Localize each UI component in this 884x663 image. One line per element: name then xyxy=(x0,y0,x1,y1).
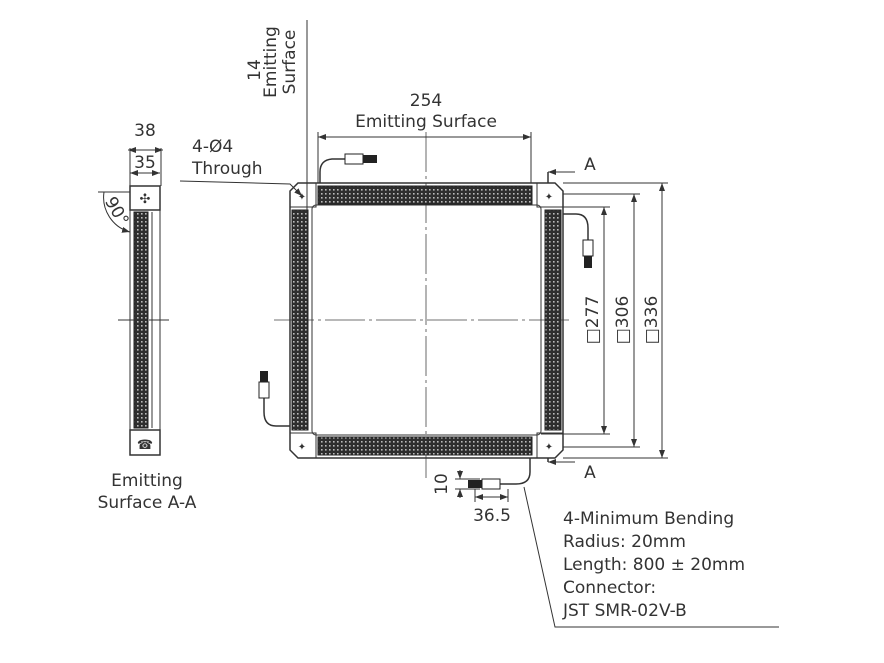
hole-leader xyxy=(179,180,303,197)
cable-left xyxy=(263,398,290,427)
dim-306-text: □306 xyxy=(613,296,633,345)
cable-callout: 4-Minimum Bending Radius: 20mm Length: 8… xyxy=(523,486,779,628)
section-mark-top: A xyxy=(584,155,596,175)
led-strip-left xyxy=(291,209,309,431)
led-strip-top xyxy=(317,185,533,205)
callout-line2: Radius: 20mm xyxy=(563,532,686,552)
dim-336-text: □336 xyxy=(642,296,662,345)
side-bottom-block xyxy=(129,429,161,456)
dim-10-text: 10 xyxy=(432,473,452,495)
callout-line3: Length: 800 ± 20mm xyxy=(563,555,745,575)
connector-plug xyxy=(468,480,482,488)
cable-bottom xyxy=(500,458,531,485)
dim-38-text: 38 xyxy=(134,121,156,141)
frame-outline xyxy=(289,182,564,459)
connector-top xyxy=(344,153,364,165)
hole-icon: ✦ xyxy=(545,192,553,203)
dim-14-label2: Surface xyxy=(280,30,300,95)
side-caption-line1: Emitting xyxy=(111,471,183,491)
dim-14-label1: Emitting xyxy=(261,26,281,98)
cable-right xyxy=(563,213,589,240)
emitting-window xyxy=(311,204,542,436)
connector-left xyxy=(258,381,270,399)
angle-arc xyxy=(103,191,131,233)
dim-35-text: 35 xyxy=(134,153,156,173)
hole-icon: ✦ xyxy=(545,442,553,453)
dim-254-label: Emitting Surface xyxy=(355,112,497,132)
hole-icon: ✦ xyxy=(298,192,306,203)
callout-leader xyxy=(523,486,779,628)
screw-icon: ✣ xyxy=(140,192,151,207)
front-view: ✦ ✦ ✦ ✦ 14 Emitting Surface 4-Ø4 Through xyxy=(179,20,668,526)
connector-plug xyxy=(260,371,268,382)
side-view: 38 35 ✣ ☎ 90° Emitting Surface A-A xyxy=(98,121,197,513)
dim-254-value: 254 xyxy=(410,91,442,111)
hole-label2: Through xyxy=(191,159,263,179)
connector-right xyxy=(582,239,594,257)
hole-icon: ✦ xyxy=(298,442,306,453)
angle-text: 90° xyxy=(100,193,132,229)
dim-14-value: 14 xyxy=(245,59,265,81)
section-mark-bottom: A xyxy=(584,463,596,483)
led-strip-right xyxy=(544,209,562,431)
led-strip-bottom xyxy=(317,436,533,456)
dim-277-text: □277 xyxy=(583,296,603,345)
callout-line1: 4-Minimum Bending xyxy=(563,509,734,529)
cable-top xyxy=(319,158,345,183)
connector-plug xyxy=(363,155,377,163)
connector-bottom xyxy=(481,478,501,490)
side-caption-line2: Surface A-A xyxy=(98,493,197,513)
screw-icon: ☎ xyxy=(137,437,153,452)
connector-plug xyxy=(584,256,592,268)
callout-line5: JST SMR-02V-B xyxy=(562,601,687,621)
hole-label1: 4-Ø4 xyxy=(192,137,233,157)
dim-36-5-text: 36.5 xyxy=(473,506,511,526)
callout-line4: Connector: xyxy=(563,578,656,598)
